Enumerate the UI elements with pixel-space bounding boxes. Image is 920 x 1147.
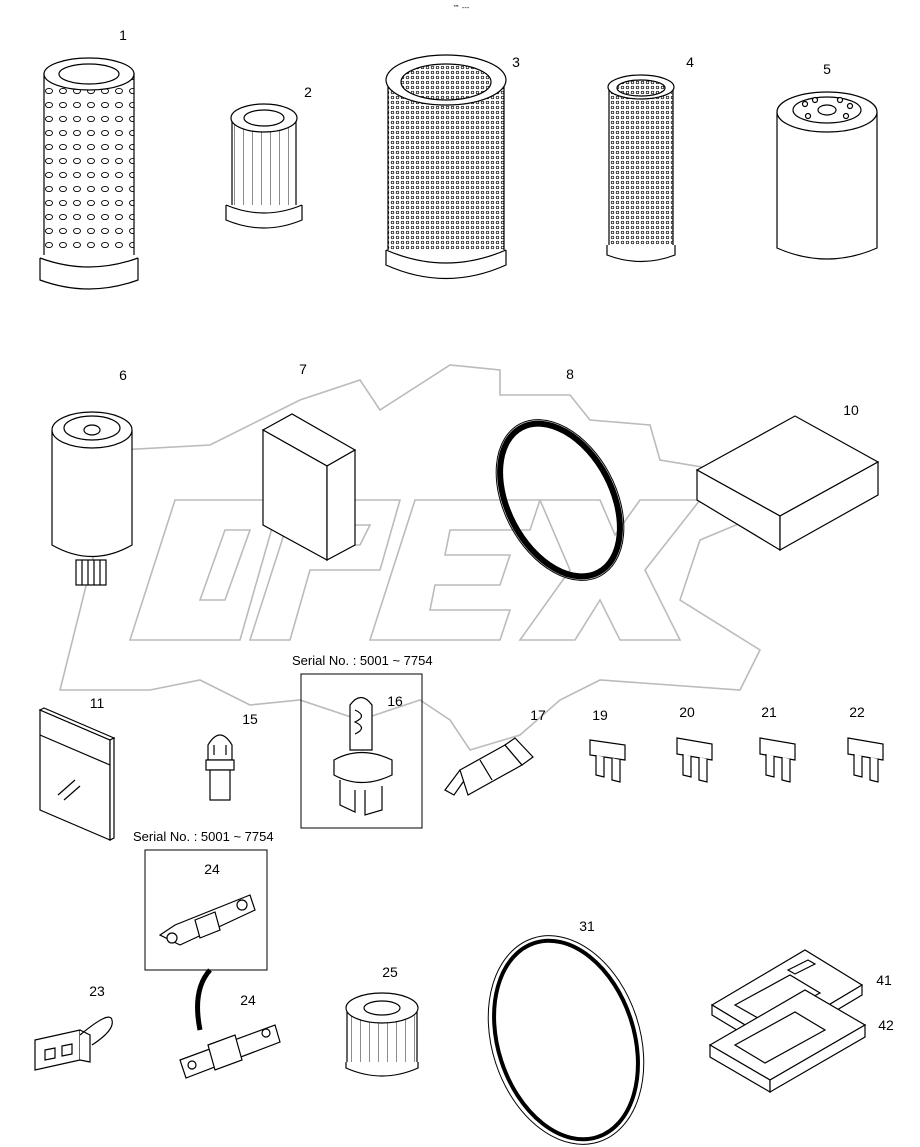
fuse-20 — [676, 737, 713, 783]
callout-11: 11 — [89, 695, 105, 711]
callout-2: 2 — [304, 84, 312, 100]
seal-ring-8 — [495, 419, 625, 581]
callout-1: 1 — [119, 27, 127, 43]
festoon-bulb-17 — [444, 737, 534, 796]
callout-42: 42 — [878, 1017, 894, 1033]
callout-22: 22 — [849, 704, 865, 720]
callout-31: 31 — [579, 918, 595, 934]
callout-7: 7 — [299, 361, 307, 377]
fuse-22 — [847, 737, 884, 783]
callout-5: 5 — [823, 61, 831, 77]
callout-16: 16 — [387, 693, 403, 709]
bulb-15 — [205, 734, 235, 801]
fuse-19 — [589, 739, 626, 783]
callout-24-boxed: 24 — [204, 861, 220, 877]
callout-3: 3 — [512, 54, 520, 70]
callout-4: 4 — [686, 54, 694, 70]
callout-8: 8 — [566, 366, 574, 382]
callout-23: 23 — [89, 983, 105, 999]
belt-31 — [487, 935, 645, 1145]
inner-filter-4 — [606, 74, 676, 263]
callout-19: 19 — [592, 707, 608, 723]
watermark-logo — [58, 364, 762, 751]
filter-element-2 — [225, 103, 303, 229]
air-filter-3 — [385, 54, 507, 280]
connector-23 — [34, 1016, 113, 1071]
callout-24-lower: 24 — [240, 992, 256, 1008]
fuel-filter-6 — [51, 411, 133, 586]
serial-note-bulb: Serial No. : 5001 ~ 7754 — [292, 653, 433, 668]
fuse-link-24 — [158, 894, 256, 946]
halogen-bulb-16 — [333, 696, 393, 816]
callout-15: 15 — [242, 711, 258, 727]
callout-41: 41 — [876, 972, 892, 988]
callout-21: 21 — [761, 704, 777, 720]
booklet-11 — [38, 707, 116, 841]
fuse-21 — [759, 737, 796, 783]
connector-curve — [195, 968, 212, 1031]
spin-on-filter-5 — [776, 91, 878, 260]
top-mark: ™ --- — [453, 4, 470, 12]
callout-17: 17 — [530, 707, 546, 723]
callout-25: 25 — [382, 964, 398, 980]
serial-box-24 — [144, 849, 268, 971]
filter-element-1 — [39, 57, 139, 290]
filter-25 — [345, 992, 419, 1077]
serial-box-16 — [300, 673, 423, 829]
flat-element-10 — [695, 415, 880, 552]
manual-42 — [708, 989, 867, 1094]
element-box-7 — [261, 413, 357, 562]
callout-6: 6 — [119, 367, 127, 383]
callout-10: 10 — [843, 402, 859, 418]
callout-20: 20 — [679, 704, 695, 720]
fuse-link-24-lower — [179, 1024, 281, 1079]
serial-note-fuse-link: Serial No. : 5001 ~ 7754 — [133, 829, 274, 844]
